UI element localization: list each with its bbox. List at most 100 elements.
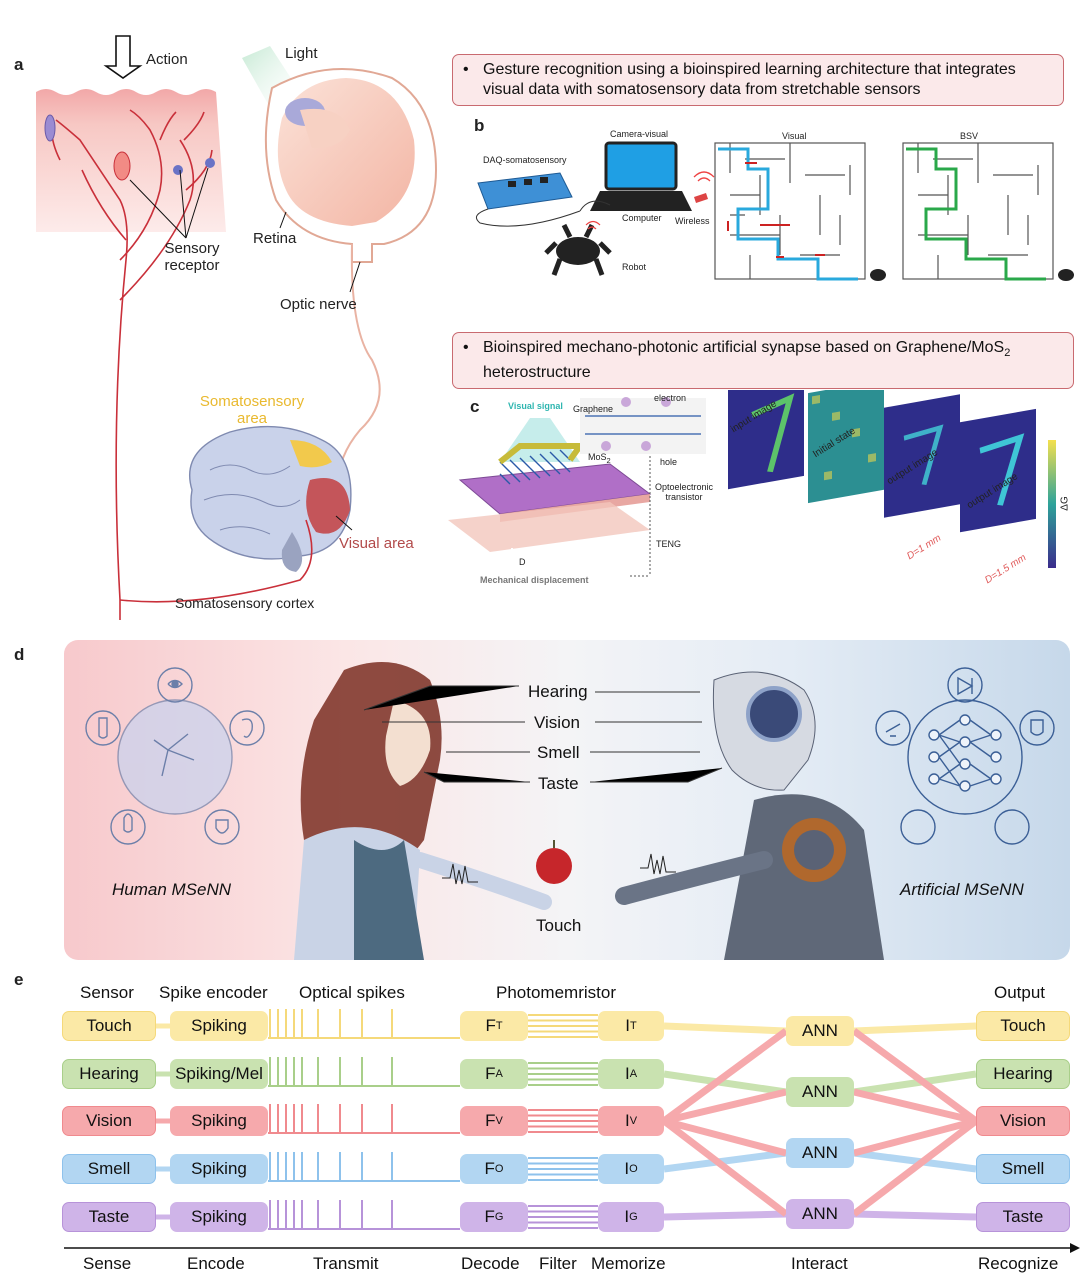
header-optical-spikes: Optical spikes	[299, 983, 405, 1002]
link-ann-smell	[853, 1149, 977, 1173]
label-camera: Camera-visual	[610, 129, 669, 139]
panel-b-illustration	[475, 141, 1074, 281]
label-artificial-msenn: Artificial MSeNN	[900, 880, 1024, 899]
label-graphene: Graphene	[573, 404, 614, 414]
link-vision-ann-2	[663, 1117, 787, 1157]
panel-d-illustration	[85, 662, 1055, 960]
output-box-touch: Touch	[976, 1011, 1070, 1041]
output-box-hearing: Hearing	[976, 1059, 1070, 1089]
link-smell-ann	[663, 1149, 787, 1173]
link-ann-vision-1	[853, 1088, 977, 1125]
panel-label-e: e	[14, 970, 24, 989]
header-photomemristor: Photomemristor	[496, 983, 616, 1002]
output-box-vision: Vision	[976, 1106, 1070, 1136]
output-box-taste: Taste	[976, 1202, 1070, 1232]
label-action: Action	[146, 51, 188, 68]
label-light: Light	[285, 45, 318, 62]
sensor-box-hearing: Hearing	[62, 1059, 156, 1089]
header-sensor: Sensor	[80, 983, 134, 1002]
label-daq: DAQ-somatosensory	[483, 155, 567, 165]
label-robot: Robot	[622, 262, 647, 272]
label-taste: Taste	[538, 774, 579, 793]
stage-filter: Filter	[539, 1254, 577, 1273]
encoder-box-touch: Spiking	[170, 1011, 268, 1041]
stage-axis-arrowhead	[1070, 1243, 1080, 1253]
callout-b: •Gesture recognition using a bioinspired…	[452, 54, 1064, 106]
laptop-screen	[604, 141, 678, 191]
label-computer: Computer	[622, 213, 662, 223]
label-electron: electron	[654, 393, 687, 403]
encoder-box-taste: Spiking	[170, 1202, 268, 1232]
label-smell: Smell	[537, 743, 580, 762]
label-retina: Retina	[253, 230, 297, 247]
panel-label-c: c	[470, 397, 480, 416]
skin-layer	[36, 89, 226, 232]
link-vision-ann-3	[661, 1118, 789, 1217]
label-visual-maze: Visual	[782, 131, 807, 141]
panel-a-illustration	[36, 35, 438, 620]
link-ann-vision-3	[851, 1118, 979, 1217]
sensor-box-smell: Smell	[62, 1154, 156, 1184]
maze-visual	[714, 142, 866, 281]
label-mos2: MoS2	[588, 452, 611, 465]
output-box-smell: Smell	[976, 1154, 1070, 1184]
label-bsv-maze: BSV	[960, 131, 979, 141]
label-hole: hole	[660, 457, 678, 467]
stage-recognize: Recognize	[978, 1254, 1059, 1273]
sensor-box-vision: Vision	[62, 1106, 156, 1136]
stage-decode: Decode	[461, 1254, 520, 1273]
sensor-box-taste: Taste	[62, 1202, 156, 1232]
encoder-box-vision: Spiking	[170, 1106, 268, 1136]
label-optic-nerve: Optic nerve	[280, 296, 357, 313]
link-ann-vision-0	[851, 1028, 979, 1124]
stage-sense: Sense	[83, 1254, 132, 1273]
label-somatosensory-cortex: Somatosensory cortex	[175, 595, 315, 611]
callout-c: •Bioinspired mechano-photonic artificial…	[452, 332, 1074, 390]
daq-board	[477, 172, 573, 210]
maze-bsv	[902, 142, 1054, 281]
link-touch-ann	[663, 1022, 787, 1035]
panel-c-illustration	[448, 390, 1056, 577]
link-ann-hearing	[853, 1070, 977, 1096]
link-vision-ann-1	[663, 1088, 787, 1125]
link-ann-vision-2	[853, 1117, 977, 1157]
label-visual-area: Visual area	[339, 535, 414, 552]
link-hearing-ann	[663, 1070, 787, 1096]
stage-encode: Encode	[187, 1254, 245, 1273]
label-wireless: Wireless	[675, 216, 710, 226]
encoder-box-smell: Spiking	[170, 1154, 268, 1184]
ann-box: ANN	[786, 1138, 854, 1168]
ann-box: ANN	[786, 1199, 854, 1229]
label-mechanical-displacement: Mechanical displacement	[480, 575, 589, 585]
label-d: D	[519, 557, 526, 567]
label-vision: Vision	[534, 713, 580, 732]
panel-d: Hearing Vision Smell Taste Touch Human M…	[64, 640, 1070, 960]
action-arrow-icon	[103, 35, 143, 79]
ann-box: ANN	[786, 1077, 854, 1107]
link-vision-ann-0	[661, 1028, 789, 1124]
robot-icon	[544, 220, 612, 276]
sensor-box-touch: Touch	[62, 1011, 156, 1041]
header-output: Output	[994, 983, 1046, 1002]
panel-label-d: d	[14, 645, 25, 664]
link-ann-touch	[853, 1022, 977, 1035]
panel-e-flow	[64, 1009, 1080, 1253]
label-teng: TENG	[656, 539, 682, 549]
stage-interact: Interact	[791, 1254, 848, 1273]
label-delta-g: ΔG	[1059, 496, 1071, 511]
label-human-msenn: Human MSeNN	[112, 880, 232, 899]
panel-label-b: b	[474, 116, 485, 135]
ann-box: ANN	[786, 1016, 854, 1046]
encoder-box-hearing: Spiking/Mel	[170, 1059, 268, 1089]
